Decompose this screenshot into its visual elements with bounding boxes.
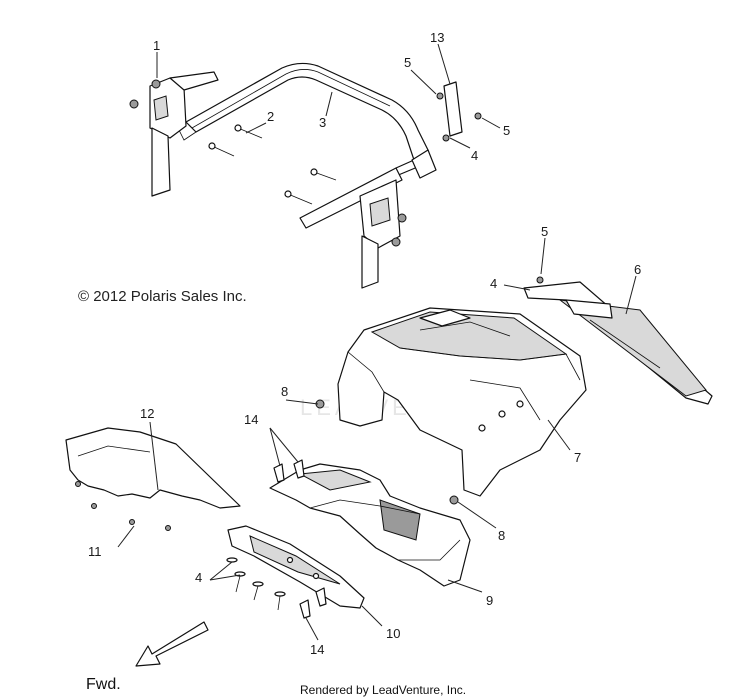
- nut-icon: [391, 237, 401, 247]
- copyright-text: © 2012 Polaris Sales Inc.: [78, 288, 247, 305]
- push-rivets-part-14: [273, 459, 327, 619]
- nut-icon: [397, 213, 407, 223]
- callout-4: 4: [490, 276, 497, 291]
- callout-14: 14: [244, 412, 258, 427]
- lower-rail-part-10: [227, 525, 365, 609]
- forward-label: Fwd.: [86, 676, 121, 693]
- callout-7: 7: [574, 450, 581, 465]
- callout-5: 5: [541, 224, 548, 239]
- render-credit: Rendered by LeadVenture, Inc.: [300, 683, 466, 697]
- rear-fender-part-7: [337, 307, 587, 497]
- callout-6: 6: [634, 262, 641, 277]
- callout-13: 13: [430, 30, 444, 45]
- callout-12: 12: [140, 406, 154, 421]
- callout-10: 10: [386, 626, 400, 641]
- callout-3: 3: [319, 115, 326, 130]
- callout-5: 5: [404, 55, 411, 70]
- leader-lines: [117, 43, 637, 641]
- heat-shield-part-9: [269, 399, 471, 587]
- callout-5: 5: [503, 123, 510, 138]
- callout-labels: 1 2 3 4 4 4 5 5 5 6 7 8 8 9 10 11 12 13 …: [88, 30, 641, 657]
- callout-11: 11: [88, 544, 102, 559]
- callout-4: 4: [471, 148, 478, 163]
- right-mount-bracket: [359, 179, 407, 289]
- nut-icon: [151, 79, 161, 89]
- strap-part-13: [436, 81, 482, 142]
- callout-8: 8: [498, 528, 505, 543]
- washers-part-4: [226, 557, 286, 611]
- callout-8: 8: [281, 384, 288, 399]
- nut-icon: [129, 99, 139, 109]
- roll-bar-tube: [177, 62, 437, 229]
- callout-4: 4: [195, 570, 202, 585]
- callout-14: 14: [310, 642, 324, 657]
- bolts-part-2: [208, 124, 337, 205]
- callout-1: 1: [153, 38, 160, 53]
- callout-2: 2: [267, 109, 274, 124]
- skid-panel-part-12: [65, 427, 241, 531]
- left-mount-bracket: [129, 71, 219, 197]
- rear-panel-part-6: [523, 276, 713, 405]
- callout-9: 9: [486, 593, 493, 608]
- forward-arrow-icon: [135, 621, 209, 667]
